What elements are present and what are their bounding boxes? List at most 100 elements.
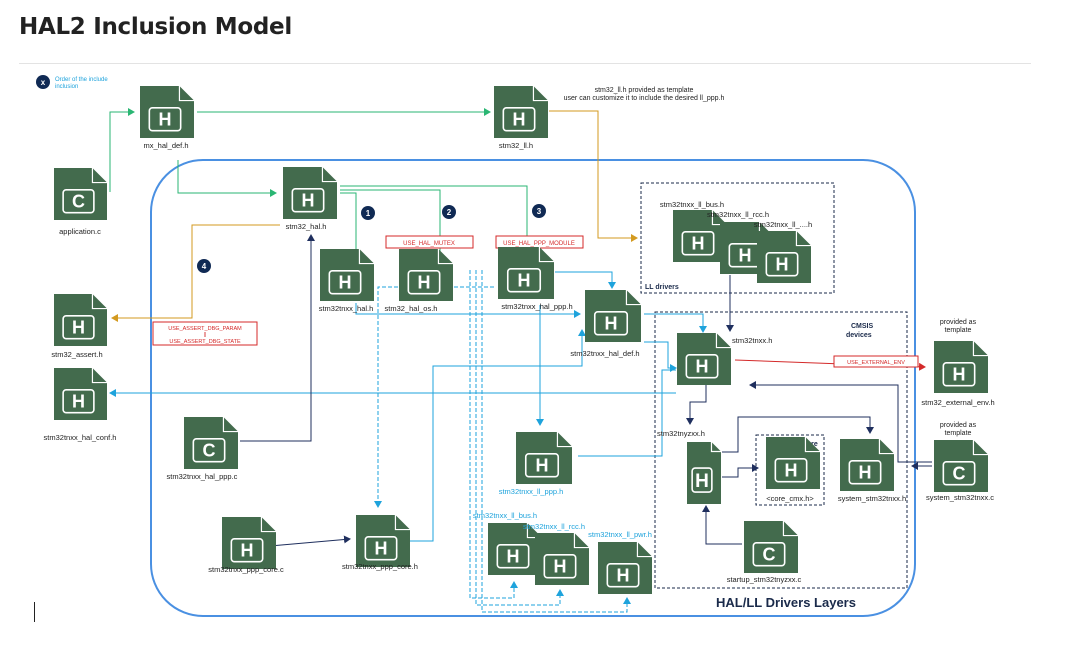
legend-text-line1: Order of the include [55, 77, 108, 83]
file-letter-frame [364, 536, 398, 561]
arrow-dashed-to-llpwr [481, 270, 631, 613]
file-fold [91, 368, 107, 384]
tag-use-hal-mutex-box [385, 235, 474, 249]
note-ll-template-line1: stm32_ll.h provided as template [595, 87, 694, 94]
group-label-hal-ll-layers: HAL/LL Drivers Layers [716, 595, 856, 610]
ll-drivers-frame [640, 182, 835, 294]
file-fold [878, 439, 894, 455]
arrow-app-to-mxhaldef [109, 108, 135, 192]
file-letter-frame [328, 270, 362, 295]
file-letter-frame [62, 389, 95, 414]
arrow-ll-to-lldrivers [549, 110, 638, 242]
step-label-1: 1 [366, 209, 371, 218]
file-fold [972, 341, 988, 357]
tag-use-hal-mutex: USE_HAL_MUTEX [403, 241, 455, 247]
file-type-letter: H [695, 471, 709, 492]
file-letter-frame [62, 315, 95, 340]
arrow-hal-to-assert [111, 224, 280, 322]
arrow-startup-to-tnyzxx [702, 505, 742, 545]
legend-marker-text: x [41, 78, 46, 87]
arrow-tnxxhal-to-haldef [355, 303, 581, 318]
file-name-label: stm32tnxx_ll_bus.h [473, 511, 537, 520]
file-name-label: stm32tnxx_ll_rcc.h [523, 522, 585, 531]
file-name-label: system_stm32tnxx.c [926, 493, 994, 502]
file-letter-frame [774, 458, 808, 483]
step-marker-1 [361, 206, 375, 220]
file-name-label: <core_cmx.h> [766, 494, 814, 503]
step-marker-3 [532, 204, 546, 218]
file-fold [556, 432, 572, 448]
file-type-letter: H [72, 392, 85, 412]
arrow-halppp-to-haldef [555, 271, 616, 289]
file-icon-core-cmx-h: H<core_cmx.h> [766, 437, 820, 503]
file-name-label: mx_hal_def.h [143, 141, 188, 150]
file-letter-frame [752, 542, 786, 567]
file-type-letter: H [507, 547, 520, 567]
arrow-halppp-to-pppcore [374, 286, 494, 508]
file-name-label: stm32tnxx_hal_def.h [570, 349, 639, 358]
arrow-corec-to-coreh [269, 535, 351, 547]
file-fold [782, 521, 798, 537]
file-letter-frame [502, 107, 536, 132]
file-type-letter: H [859, 463, 872, 483]
arrow-mxhaldef-to-hal [177, 160, 277, 197]
file-fold [715, 333, 731, 349]
file-fold [710, 442, 721, 453]
file-name-label: stm32_external_env.h [921, 398, 994, 407]
arrow-dashed-to-llbus [469, 270, 518, 599]
arrow-tnyzxx-to-core [722, 464, 759, 478]
file-letter-frame [506, 268, 542, 293]
group-label-ll-drivers: LL drivers [645, 284, 679, 291]
file-fold [538, 247, 554, 263]
file-fold [795, 231, 811, 247]
step-label-2: 2 [447, 208, 452, 217]
file-name-label: stm32tnxx_ll_pwr.h [588, 530, 652, 539]
note-provided-template-2a: provided as [940, 422, 977, 429]
file-fold [260, 517, 276, 533]
file-name-label: startup_stm32tnyzxx.c [727, 575, 802, 584]
note-provided-template-1b: template [945, 327, 972, 334]
file-type-letter: H [536, 456, 549, 476]
file-type-letter: H [418, 273, 431, 293]
file-name-label: stm32tnxx_ll_rcc.h [707, 210, 769, 219]
file-letter-frame [148, 107, 182, 132]
file-name-label: stm32tnxx_hal_ppp.h [501, 302, 572, 311]
file-letter-frame [765, 252, 799, 277]
file-type-letter: H [617, 566, 630, 586]
group-label-cmsis-line1: CMSIS [851, 323, 874, 330]
file-type-letter: C [203, 441, 216, 461]
file-name-label: stm32tnxx_ll_ppp.h [499, 487, 564, 496]
file-name-label: system_stm32tnxx.h [838, 494, 906, 503]
file-letter-frame [62, 189, 95, 214]
file-letter-frame [685, 354, 719, 379]
arrow-hal-to-tnxxhal [340, 192, 360, 266]
file-type-letter: H [953, 365, 966, 385]
arrow-dashed-to-llrcc [475, 270, 564, 606]
note-provided-template-1a: provided as [940, 319, 977, 326]
file-fold [91, 168, 107, 184]
file-letter-frame [524, 453, 560, 478]
tag-use-external-env-box [833, 355, 919, 368]
group-label-cmsis-line2: devices [846, 332, 872, 339]
file-type-letter: H [776, 255, 789, 275]
tag-use-assert-box [152, 321, 258, 346]
page-title: HAL2 Inclusion Model [19, 14, 292, 40]
text-cursor [34, 602, 35, 622]
file-fold [972, 440, 988, 456]
file-name-label: stm32tnxx_ll_bus.h [660, 200, 724, 209]
file-name-label: stm32_assert.h [51, 350, 102, 359]
step-label-4: 4 [202, 262, 207, 271]
note-ll-template-line2: user can customize it to include the des… [564, 95, 725, 102]
file-fold [532, 86, 548, 102]
file-type-letter: H [339, 273, 352, 293]
file-type-letter: H [375, 539, 388, 559]
file-type-letter: H [241, 541, 254, 561]
